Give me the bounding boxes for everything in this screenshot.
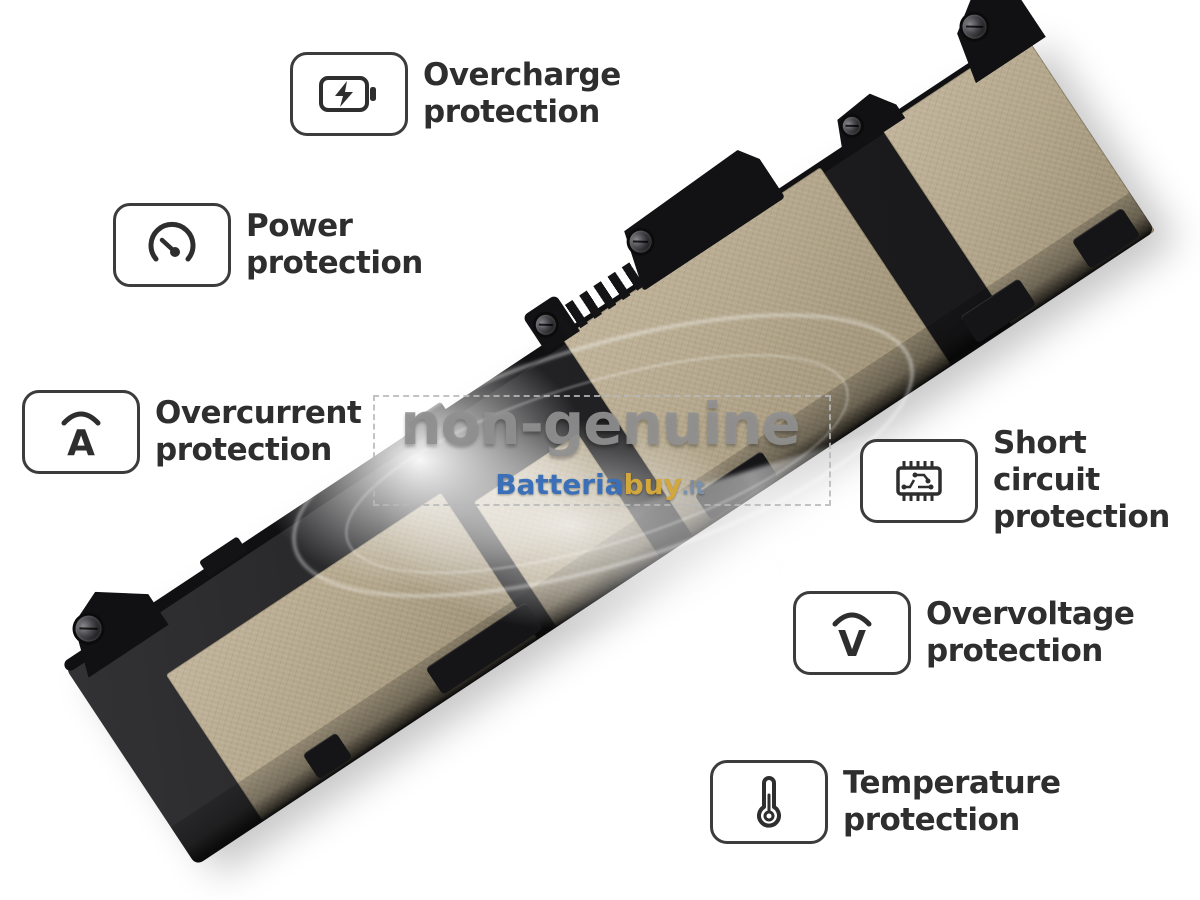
- feature-overcharge: Overcharge protection: [290, 52, 621, 136]
- svg-text:A: A: [67, 423, 95, 461]
- svg-text:V: V: [838, 624, 866, 662]
- thermometer-icon: [710, 760, 828, 844]
- circuit-chip-icon: [860, 438, 978, 523]
- brand-part-batteria: Batteria: [495, 468, 624, 501]
- feature-label: Temperature protection: [843, 765, 1061, 838]
- feature-label: Overvoltage protection: [926, 596, 1135, 669]
- feature-label: Overcharge protection: [423, 57, 621, 130]
- feature-overcurrent: A Overcurrent protection: [22, 390, 362, 474]
- brand-part-tld: .it: [681, 477, 705, 499]
- feature-overvoltage: V Overvoltage protection: [793, 591, 1135, 675]
- feature-label: Power protection: [246, 208, 423, 281]
- feature-label: Short circuit protection: [993, 425, 1170, 535]
- gauge-icon: [113, 203, 231, 287]
- volt-arc-icon: V: [793, 591, 911, 675]
- battery-bolt-icon: [290, 52, 408, 136]
- feature-short-circuit: Short circuit protection: [860, 425, 1200, 536]
- brand-part-buy: buy: [623, 468, 682, 501]
- feature-power: Power protection: [113, 203, 423, 287]
- feature-label: Overcurrent protection: [155, 395, 362, 468]
- feature-temperature: Temperature protection: [710, 760, 1061, 844]
- ampere-arc-icon: A: [22, 390, 140, 474]
